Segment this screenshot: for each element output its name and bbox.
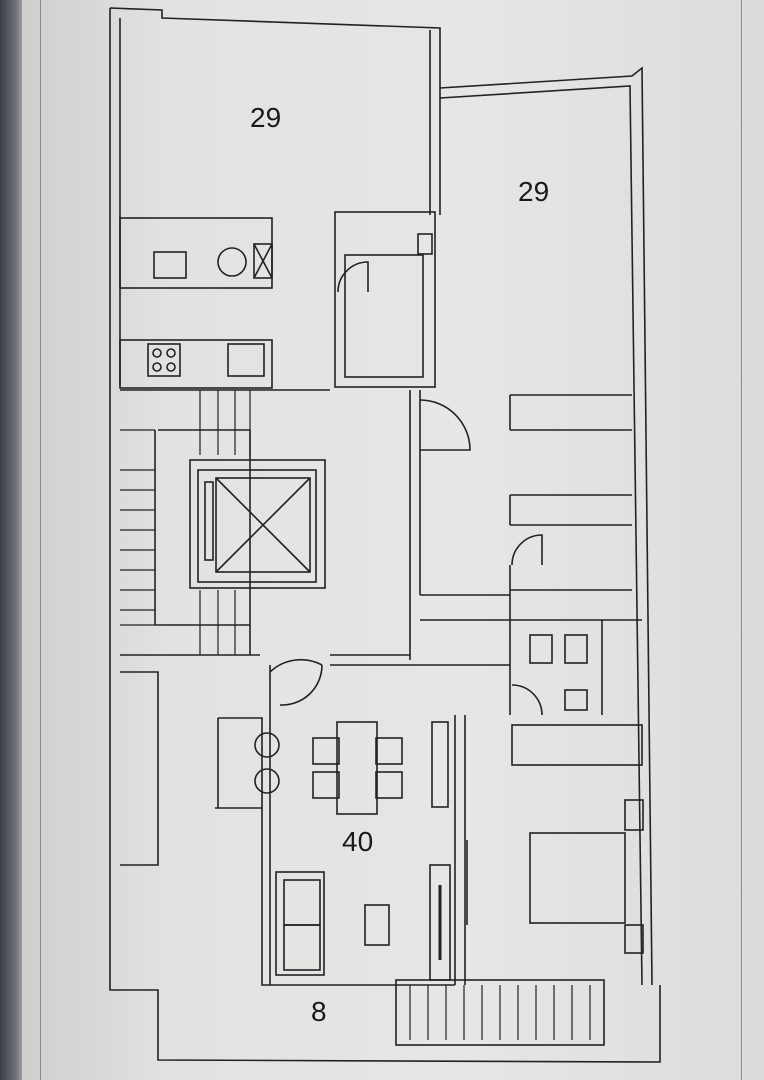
coffee-table [364,904,390,946]
sofa [275,871,325,976]
right-unit-wall [439,66,653,986]
outer-wall [109,7,661,1063]
elevator-car [215,477,311,573]
stairs [120,389,330,656]
railing [395,979,605,1046]
sink [153,251,187,279]
cooktop [147,343,181,377]
bed [529,832,626,924]
room-area-terrace: 8 [311,996,327,1027]
dining-table [336,721,378,815]
oven [227,343,265,377]
kitchen-counter-top [119,217,273,289]
stool [254,732,280,758]
room-area-top-right: 29 [518,176,550,207]
washer [217,247,247,277]
wardrobe [511,724,643,766]
door-swing [419,399,471,451]
room-area-top-left: 29 [250,102,282,133]
binder-edge [0,0,22,1080]
bath-fixture [564,634,588,664]
kitchen-counter-bottom [119,339,273,389]
bath-fixture [529,634,553,664]
elevator-shaft [189,459,326,589]
appliance-box [253,243,273,279]
room-area-living: 40 [342,826,374,857]
bath-fixture [564,689,588,711]
shelf [431,721,449,808]
stool [254,768,280,794]
bathroom-top [334,211,436,388]
stair-treads [120,390,251,655]
sheet-frame [40,0,742,1080]
